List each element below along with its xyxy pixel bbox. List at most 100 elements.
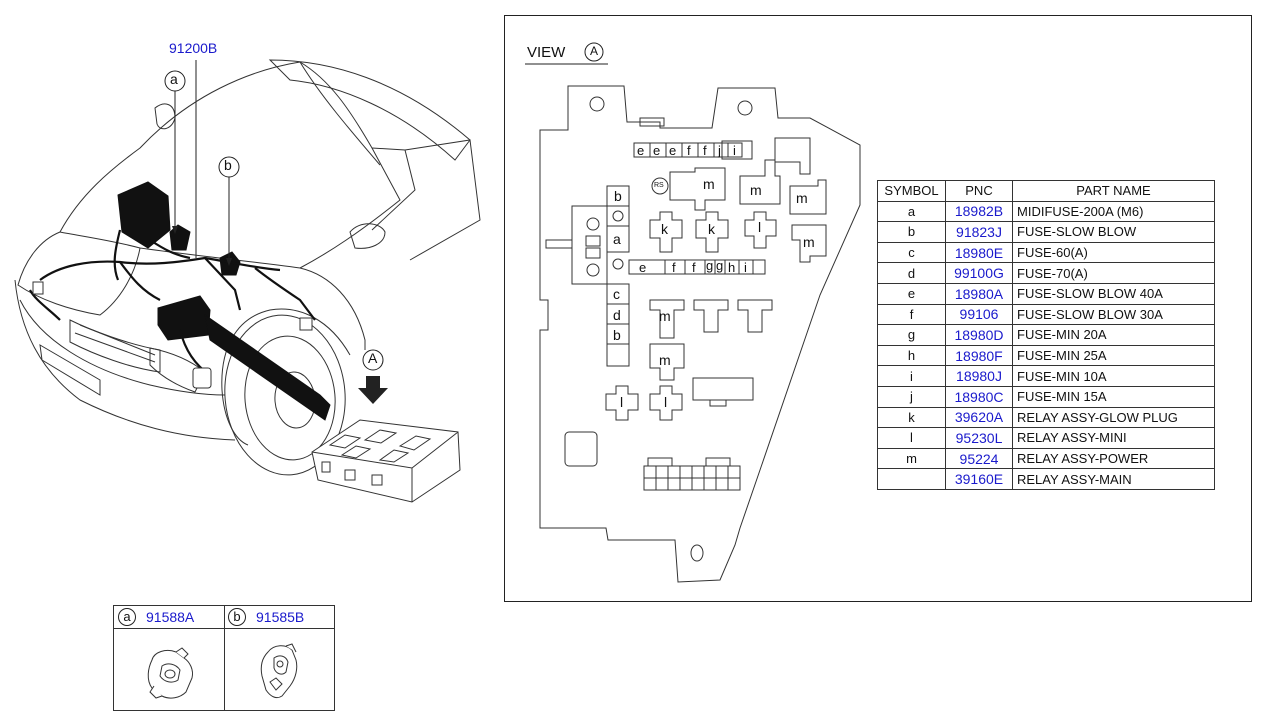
row-symbol: e bbox=[877, 282, 946, 305]
row-part-name: FUSE-SLOW BLOW bbox=[1012, 221, 1215, 243]
row-pnc[interactable]: 18980F bbox=[945, 344, 1013, 367]
fuse-label-g2: g bbox=[716, 258, 724, 273]
row-part-name: RELAY ASSY-POWER bbox=[1012, 447, 1215, 470]
row-symbol: h bbox=[877, 344, 946, 367]
row-symbol: k bbox=[877, 406, 946, 429]
row-symbol: d bbox=[877, 262, 946, 284]
row-part-name: FUSE-SLOW BLOW 40A bbox=[1012, 282, 1215, 305]
view-marker: A bbox=[590, 44, 599, 58]
fuse-label-e1: e bbox=[637, 143, 645, 158]
row-pnc[interactable]: 95230L bbox=[945, 427, 1013, 449]
fuse-label-c: c bbox=[613, 286, 620, 302]
row-pnc[interactable]: 18980D bbox=[945, 324, 1013, 346]
row-pnc[interactable]: 18980A bbox=[945, 282, 1013, 305]
fuse-label-e4: e bbox=[639, 260, 647, 275]
connector-pnc-a[interactable]: 91588A bbox=[146, 609, 195, 625]
row-symbol: l bbox=[877, 427, 946, 449]
header-pnc: PNC bbox=[945, 180, 1013, 202]
row-symbol: c bbox=[877, 241, 946, 264]
row-pnc[interactable]: 39160E bbox=[945, 468, 1013, 490]
row-symbol: i bbox=[877, 365, 946, 387]
relay-label-l3: l bbox=[664, 394, 668, 410]
connector-header-a: a 91588A bbox=[114, 606, 224, 629]
fuse-label-e3: e bbox=[669, 143, 677, 158]
callout-b-label: b bbox=[224, 157, 232, 173]
row-pnc[interactable]: 18980E bbox=[945, 241, 1013, 264]
main-assembly-pnc[interactable]: 91200B bbox=[169, 40, 218, 56]
row-symbol: b bbox=[877, 221, 946, 243]
row-pnc[interactable]: 18980J bbox=[945, 365, 1013, 387]
row-part-name: RELAY ASSY-MINI bbox=[1012, 427, 1215, 449]
connector-header-b: b 91585B bbox=[224, 606, 334, 629]
fuse-label-g1: g bbox=[706, 258, 714, 273]
row-part-name: RELAY ASSY-MAIN bbox=[1012, 468, 1215, 490]
view-title-text: VIEW bbox=[527, 44, 566, 61]
row-symbol: a bbox=[877, 200, 946, 223]
connector-symbol-a: a bbox=[118, 608, 136, 626]
row-symbol: m bbox=[877, 447, 946, 470]
row-pnc[interactable]: 95224 bbox=[945, 447, 1013, 470]
relay-label-m3: m bbox=[796, 190, 808, 206]
view-frame bbox=[504, 15, 1252, 602]
parts-table-header: SYMBOL PNC PART NAME bbox=[877, 180, 1215, 202]
rs-badge: RS bbox=[654, 182, 664, 189]
row-part-name: FUSE-60(A) bbox=[1012, 241, 1215, 264]
row-symbol bbox=[877, 468, 946, 490]
relay-label-m4: m bbox=[803, 234, 815, 250]
relay-label-m6: m bbox=[659, 352, 671, 368]
fuse-label-h: h bbox=[728, 260, 736, 275]
view-title: VIEW bbox=[527, 44, 565, 61]
fuse-label-i: i bbox=[733, 143, 736, 158]
connector-symbol-b: b bbox=[228, 608, 246, 626]
header-part-name: PART NAME bbox=[1012, 180, 1215, 202]
row-pnc[interactable]: 18982B bbox=[945, 200, 1013, 223]
fuse-label-a: a bbox=[613, 231, 621, 247]
fuse-label-f1: f bbox=[687, 143, 691, 158]
relay-label-k2: k bbox=[708, 221, 715, 237]
fuse-label-e2: e bbox=[653, 143, 661, 158]
row-symbol: f bbox=[877, 303, 946, 326]
row-pnc[interactable]: 39620A bbox=[945, 406, 1013, 429]
row-part-name: FUSE-70(A) bbox=[1012, 262, 1215, 284]
connector-a-icon bbox=[147, 647, 193, 699]
row-part-name: FUSE-MIN 25A bbox=[1012, 344, 1215, 367]
relay-label-l1: l bbox=[758, 219, 762, 235]
header-symbol: SYMBOL bbox=[877, 180, 946, 202]
row-pnc[interactable]: 91823J bbox=[945, 221, 1013, 243]
fuse-label-b1: b bbox=[614, 188, 622, 204]
row-symbol: g bbox=[877, 324, 946, 346]
fuse-label-b2: b bbox=[613, 327, 621, 343]
relay-label-m5: m bbox=[659, 308, 671, 324]
row-part-name: MIDIFUSE-200A (M6) bbox=[1012, 200, 1215, 223]
row-symbol: j bbox=[877, 385, 946, 408]
row-pnc[interactable]: 18980C bbox=[945, 385, 1013, 408]
row-part-name: RELAY ASSY-GLOW PLUG bbox=[1012, 406, 1215, 429]
connector-pnc-b[interactable]: 91585B bbox=[256, 609, 305, 625]
row-part-name: FUSE-MIN 20A bbox=[1012, 324, 1215, 346]
row-part-name: FUSE-SLOW BLOW 30A bbox=[1012, 303, 1215, 326]
row-pnc[interactable]: 99106 bbox=[945, 303, 1013, 326]
row-part-name: FUSE-MIN 10A bbox=[1012, 365, 1215, 387]
row-pnc[interactable]: 99100G bbox=[945, 262, 1013, 284]
connector-table: a 91588A b 91585B bbox=[113, 605, 335, 711]
relay-label-m2: m bbox=[750, 182, 762, 198]
connector-cell-a: a 91588A bbox=[114, 606, 225, 710]
callout-a-label: a bbox=[170, 71, 178, 87]
fuse-label-f4: f bbox=[692, 260, 696, 275]
fuse-label-j: j bbox=[718, 143, 721, 158]
relay-label-k1: k bbox=[661, 221, 668, 237]
